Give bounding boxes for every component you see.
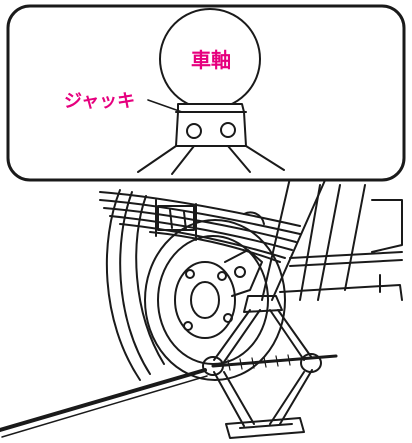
jack-handle-illustration bbox=[0, 368, 208, 438]
jack-bolt-right bbox=[220, 122, 236, 138]
vehicle-frame-illustration bbox=[279, 184, 403, 301]
axle-label: 車軸 bbox=[191, 48, 231, 72]
callout-pointer bbox=[261, 177, 327, 301]
jack-arms-detail bbox=[137, 145, 285, 175]
jack-bolt-left bbox=[186, 123, 202, 139]
leaf-spring-illustration bbox=[99, 191, 301, 263]
jack-label: ジャッキ bbox=[64, 91, 135, 112]
wheel-hub-illustration bbox=[174, 249, 263, 339]
jack-head-plate bbox=[175, 103, 247, 147]
scissor-jack-illustration bbox=[202, 295, 338, 439]
jack-label-leader bbox=[147, 99, 183, 113]
